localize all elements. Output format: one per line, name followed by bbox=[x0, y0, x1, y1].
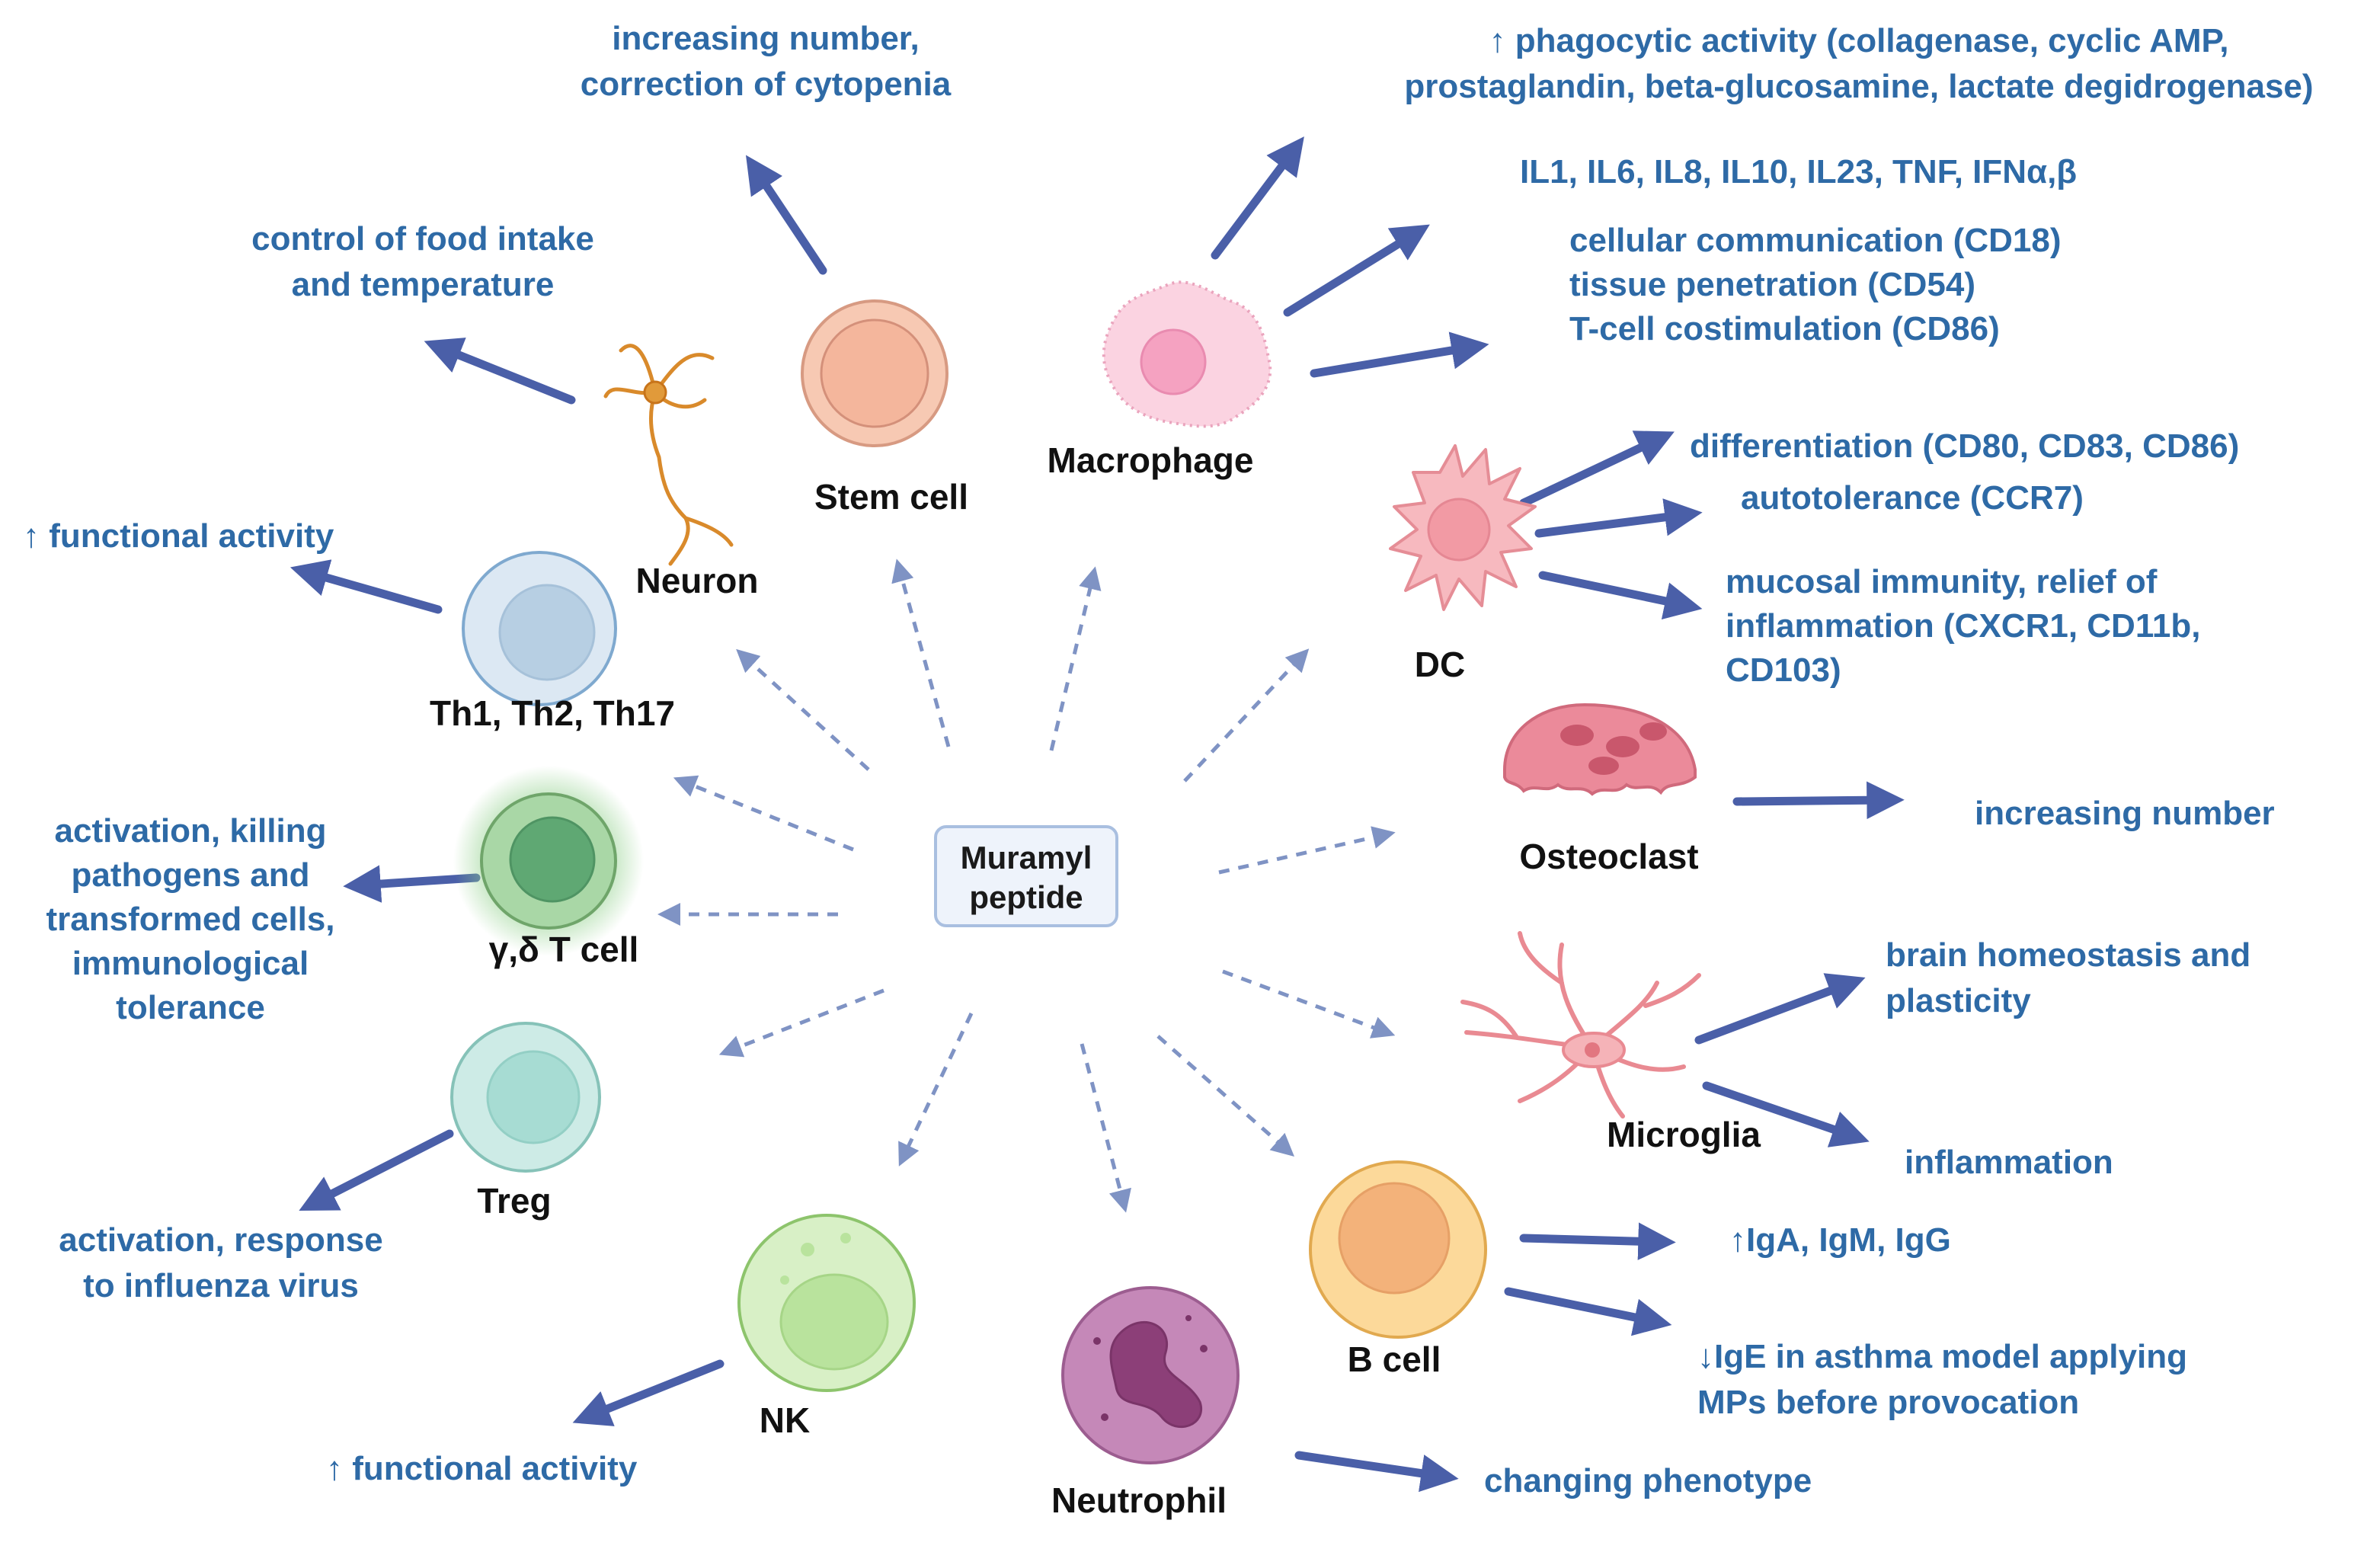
dashed-arrow-th bbox=[736, 648, 870, 771]
dashed-arrow-macrophage bbox=[1049, 566, 1102, 751]
stem-cell-label: Stem cell bbox=[814, 477, 968, 517]
gd-t-cell: γ,δ T cell bbox=[453, 766, 644, 969]
arrow-treg-effect bbox=[299, 1129, 454, 1211]
arrow-dc-diff bbox=[1519, 430, 1675, 507]
effect-gd-t-line5: tolerance bbox=[116, 989, 265, 1026]
neutrophil-label: Neutrophil bbox=[1051, 1480, 1227, 1520]
effect-microglia-brain-line2: plasticity bbox=[1886, 982, 2031, 1019]
nk-cell-label: NK bbox=[760, 1400, 810, 1440]
dashed-arrow-osteoclast bbox=[1218, 826, 1396, 875]
effect-b-ig-up: ↑IgA, IgM, IgG bbox=[1729, 1221, 1951, 1259]
dc-cell-label: DC bbox=[1415, 645, 1465, 684]
dashed-arrow-neutrophil bbox=[1080, 1043, 1131, 1213]
arrow-neutrophil-effect bbox=[1294, 1451, 1459, 1493]
treg-cell: Treg bbox=[450, 1022, 601, 1221]
neutrophil: Neutrophil bbox=[1051, 1286, 1240, 1520]
center-muramyl-peptide: Muramyl peptide bbox=[934, 825, 1118, 927]
effect-macrophage-markers-line2: tissue penetration (CD54) bbox=[1569, 266, 1975, 303]
arrow-microglia-brain bbox=[1694, 973, 1866, 1045]
arrow-nk-effect bbox=[572, 1359, 725, 1426]
neuron-label: Neuron bbox=[636, 561, 759, 600]
microglia-label: Microglia bbox=[1607, 1115, 1761, 1154]
effect-macrophage-markers-line1: cellular communication (CD18) bbox=[1569, 222, 2061, 259]
dashed-arrow-gd-t-1 bbox=[673, 775, 854, 852]
dashed-arrow-b-cell bbox=[1156, 1035, 1294, 1157]
effect-nk: ↑ functional activity bbox=[326, 1450, 638, 1487]
effect-b-ige-line1: ↓IgE in asthma model applying bbox=[1697, 1338, 2187, 1375]
effect-stem-line2: correction of cytopenia bbox=[581, 66, 952, 103]
effect-texts: increasing number, correction of cytopen… bbox=[23, 20, 2314, 1499]
dashed-arrow-nk bbox=[898, 1012, 974, 1167]
dashed-arrow-microglia bbox=[1222, 969, 1396, 1039]
effect-dc-diff: differentiation (CD80, CD83, CD86) bbox=[1690, 427, 2239, 465]
th-cell-label: Th1, Th2, Th17 bbox=[430, 693, 675, 733]
effect-gd-t-line1: activation, killing bbox=[55, 812, 327, 850]
effect-dc-auto: autotolerance (CCR7) bbox=[1741, 479, 2084, 517]
effect-stem-line1: increasing number, bbox=[612, 20, 919, 57]
effect-b-ige-line2: MPs before provocation bbox=[1697, 1384, 2079, 1421]
arrow-macrophage-cytokines bbox=[1283, 224, 1430, 317]
treg-cell-label: Treg bbox=[477, 1181, 551, 1221]
effect-macrophage-phago-line2: prostaglandin, beta-glucosamine, lactate… bbox=[1404, 68, 2313, 105]
osteoclast: Osteoclast bbox=[1503, 702, 1699, 876]
osteoclast-label: Osteoclast bbox=[1519, 837, 1698, 876]
effect-dc-mucosal-line1: mucosal immunity, relief of bbox=[1726, 563, 2158, 600]
dc-cell: DC bbox=[1389, 444, 1537, 684]
stem-cell: Stem cell bbox=[801, 299, 968, 517]
dashed-arrow-stem bbox=[891, 558, 951, 747]
solid-arrows bbox=[290, 136, 1905, 1493]
effect-th: ↑ functional activity bbox=[23, 517, 334, 555]
arrow-stem-effect bbox=[746, 155, 827, 275]
gd-t-cell-label: γ,δ T cell bbox=[489, 930, 639, 969]
center-label-line2: peptide bbox=[969, 879, 1083, 915]
arrow-b-ige bbox=[1504, 1287, 1672, 1336]
dashed-arrow-dc bbox=[1183, 648, 1310, 783]
arrow-th-effect bbox=[290, 559, 443, 614]
arrow-macrophage-phago bbox=[1211, 136, 1304, 260]
arrow-dc-auto bbox=[1534, 498, 1703, 538]
effect-dc-mucosal-line2: inflammation (CXCR1, CD11b, bbox=[1726, 607, 2200, 645]
effect-dc-mucosal-line3: CD103) bbox=[1726, 651, 1841, 689]
center-label-line1: Muramyl bbox=[961, 840, 1092, 875]
effect-microglia-inflam: inflammation bbox=[1905, 1144, 2113, 1181]
macrophage-label: Macrophage bbox=[1048, 440, 1254, 480]
effect-treg-line1: activation, response bbox=[59, 1221, 382, 1259]
arrow-osteoclast-effect bbox=[1732, 781, 1905, 820]
effect-macrophage-cytokines: IL1, IL6, IL8, IL10, IL23, TNF, IFNα,β bbox=[1520, 153, 2077, 190]
arrow-dc-mucosal bbox=[1538, 571, 1703, 620]
effect-neutrophil: changing phenotype bbox=[1484, 1462, 1812, 1499]
effect-osteoclast: increasing number bbox=[1975, 795, 2275, 832]
b-cell-label: B cell bbox=[1348, 1339, 1441, 1379]
b-cell: B cell bbox=[1309, 1160, 1487, 1379]
effect-gd-t-line2: pathogens and bbox=[72, 856, 310, 894]
effect-macrophage-markers-line3: T-cell costimulation (CD86) bbox=[1569, 310, 2000, 347]
effect-microglia-brain-line1: brain homeostasis and bbox=[1886, 936, 2250, 974]
effect-gd-t-line3: transformed cells, bbox=[46, 901, 334, 938]
effect-macrophage-phago-line1: ↑ phagocytic activity (collagenase, cycl… bbox=[1489, 22, 2229, 59]
effect-neuron-line1: control of food intake bbox=[251, 220, 594, 258]
macrophage: Macrophage bbox=[1048, 280, 1272, 480]
th-cell: Th1, Th2, Th17 bbox=[430, 551, 675, 733]
effect-treg-line2: to influenza virus bbox=[83, 1267, 359, 1304]
nk-cell: NK bbox=[737, 1214, 916, 1440]
effect-neuron-line2: and temperature bbox=[292, 266, 555, 303]
arrow-microglia-inflam bbox=[1702, 1081, 1870, 1147]
dashed-arrows bbox=[657, 558, 1396, 1213]
neuron: Neuron bbox=[603, 344, 759, 600]
effect-gd-t-line4: immunological bbox=[72, 945, 309, 982]
arrow-b-ig-up bbox=[1519, 1222, 1676, 1260]
arrow-neuron-effect bbox=[424, 338, 576, 405]
dashed-arrow-treg bbox=[718, 988, 885, 1058]
arrow-macrophage-markers bbox=[1310, 331, 1489, 378]
microglia: Microglia bbox=[1460, 931, 1761, 1154]
